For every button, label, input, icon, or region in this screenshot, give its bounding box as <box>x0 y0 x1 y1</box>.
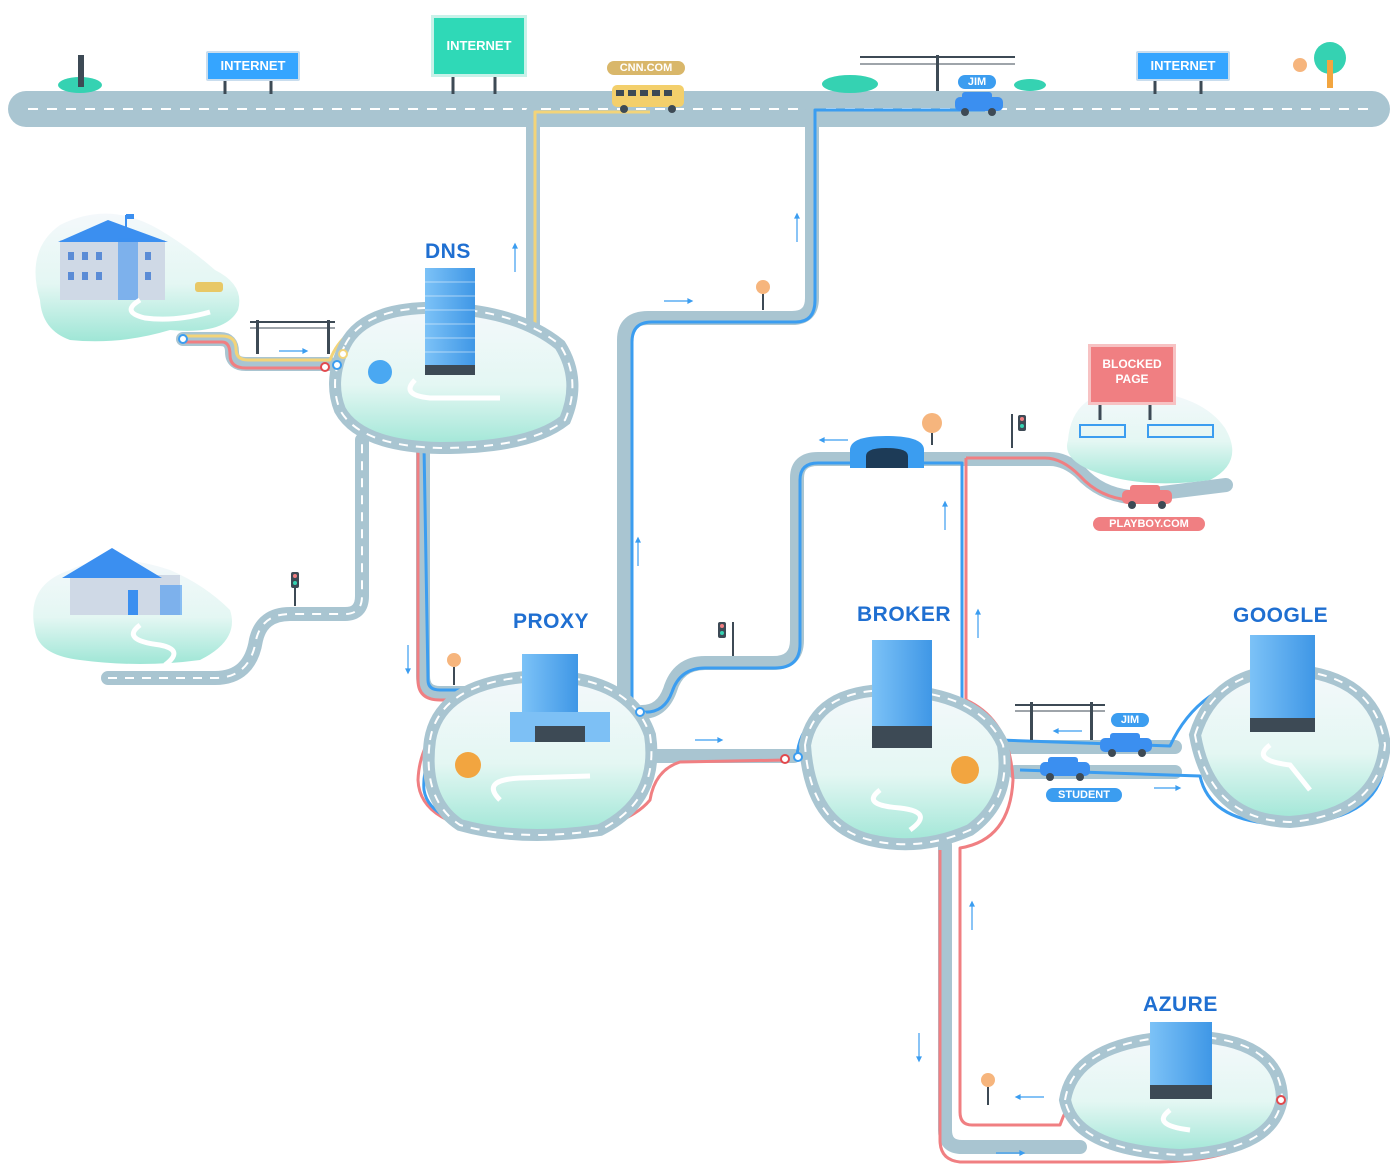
car-blocked-icon <box>1122 485 1172 509</box>
school-bus-icon <box>612 85 684 113</box>
azure-label: AZURE <box>1143 993 1218 1016</box>
traffic-light-icon <box>291 572 299 606</box>
blocked-page-billboard: BLOCKED PAGE <box>1088 344 1176 405</box>
traffic-light-icon <box>718 622 734 656</box>
google-island <box>1188 635 1390 829</box>
azure-island <box>1058 1022 1289 1162</box>
broker-island <box>798 640 1011 851</box>
direction-arrows <box>279 212 1182 1156</box>
proxy-island <box>422 654 658 841</box>
blocked-car-tag: PLAYBOY.COM <box>1093 517 1205 531</box>
traffic-light-icon <box>1011 414 1026 448</box>
bus-stop-icon <box>447 653 461 685</box>
internet-billboard-right: INTERNET <box>1136 51 1230 81</box>
route-nodes <box>178 334 1286 1105</box>
bus-tag: CNN.COM <box>607 61 685 75</box>
bus-stop-icon <box>756 280 770 310</box>
car-top-tag: JIM <box>958 75 996 89</box>
tunnel <box>850 436 924 468</box>
top-highway <box>8 91 1390 127</box>
home-island <box>33 548 232 667</box>
proxy-label: PROXY <box>513 610 590 633</box>
dns-label: DNS <box>425 240 471 263</box>
roads <box>101 105 1233 1154</box>
top-road-decor <box>58 42 1346 93</box>
bus-stop-icon <box>981 1073 995 1105</box>
dns-island <box>329 268 579 455</box>
blocked-island <box>1066 390 1233 484</box>
power-line-google <box>1015 702 1105 740</box>
school-island <box>35 213 240 342</box>
power-line-school <box>250 320 335 354</box>
key-sign-icon <box>922 413 942 445</box>
road-dashes <box>108 440 363 679</box>
broker-label: BROKER <box>857 603 952 626</box>
google-label: GOOGLE <box>1233 604 1329 627</box>
internet-billboard-left: INTERNET <box>206 51 300 81</box>
car-student-icon <box>1040 757 1090 781</box>
student-car-tag: STUDENT <box>1046 788 1122 802</box>
internet-billboard-center: INTERNET <box>431 15 527 77</box>
google-car-tag: JIM <box>1111 713 1149 727</box>
car-jim-icon <box>955 92 1003 116</box>
car-jim-google-icon <box>1100 733 1152 757</box>
